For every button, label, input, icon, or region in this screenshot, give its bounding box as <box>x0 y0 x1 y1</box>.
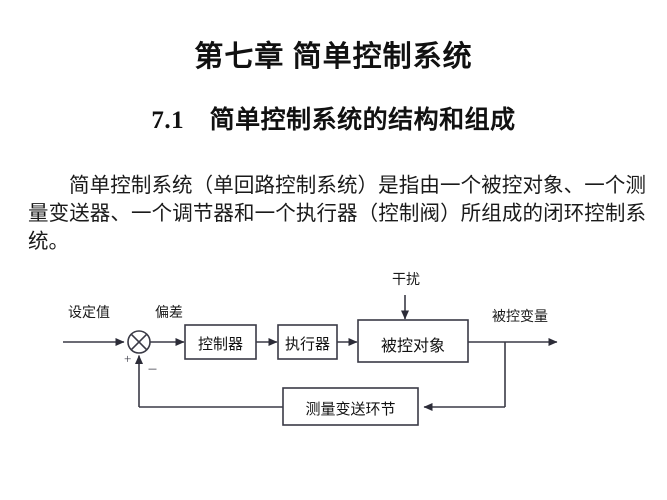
box-label-transmitter: 测量变送环节 <box>305 402 396 418</box>
box-label-actuator: 执行器 <box>284 337 330 353</box>
label-setpoint: 设定值 <box>68 306 110 321</box>
section-title: 7.1 简单控制系统的结构和组成 <box>151 107 516 134</box>
page-title: 第七章 简单控制系统 <box>194 41 473 73</box>
summing-junction-cross-b <box>130 333 148 351</box>
simple-control-system-block-diagram: 设定值 偏差 干扰 被控变量 + － 控制器 执行器 被控对象 测量变送环节 <box>0 260 667 460</box>
label-controlled-variable: 被控变量 <box>492 310 548 325</box>
label-disturbance: 干扰 <box>392 273 420 288</box>
box-label-plant: 被控对象 <box>380 338 445 355</box>
body-paragraph: 简单控制系统（单回路控制系统）是指由一个被控对象、一个测量变送器、一个调节器和一… <box>28 175 646 253</box>
label-deviation: 偏差 <box>155 306 183 321</box>
summing-junction-plus-sign: + <box>124 351 132 366</box>
box-plant <box>357 319 469 363</box>
box-label-controller: 控制器 <box>197 337 243 353</box>
diagram-lines <box>63 295 558 426</box>
summing-junction-minus-sign: － <box>147 364 158 376</box>
